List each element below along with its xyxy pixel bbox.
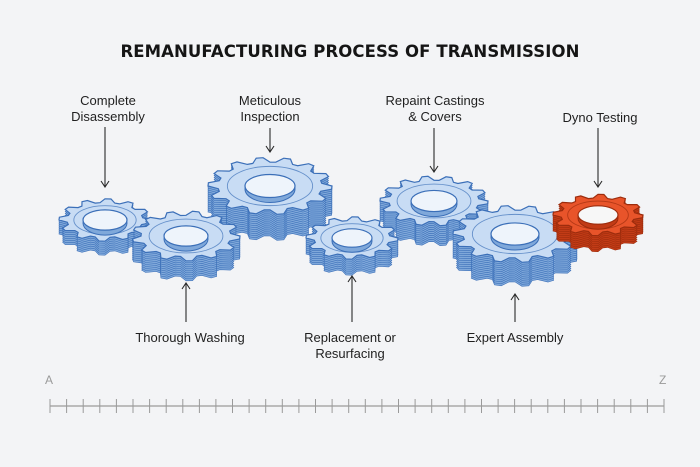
timeline-scale [49,399,665,413]
step-label-repaint: Repaint Castings & Covers [385,93,485,124]
gear-5 [305,216,399,276]
step-arrow-7 [593,128,603,188]
gear-7 [552,193,644,253]
step-arrow-3 [265,128,275,153]
step-arrow-5 [429,128,439,173]
step-arrow-2 [181,282,191,322]
gear-3 [379,175,489,247]
step-label-inspection: Meticulous Inspection [238,93,302,124]
step-label-dyno: Dyno Testing [562,110,638,125]
scale-start-label: A [45,373,54,387]
step-label-washing: Thorough Washing [135,330,245,345]
diagram-title: REMANUFACTURING PROCESS OF TRANSMISSION [120,42,580,61]
step-arrow-6 [510,293,520,322]
gear-6 [452,205,578,287]
scale-end-label: Z [659,373,667,387]
gear-1 [58,198,152,256]
gear-4 [131,210,241,282]
step-label-replacement: Replacement or Resurfacing [304,330,396,361]
step-label-disassembly: Complete Disassembly [71,93,145,124]
step-arrow-1 [100,127,110,188]
step-label-assembly: Expert Assembly [466,330,564,345]
gear-2 [207,157,333,241]
step-arrow-4 [347,275,357,322]
